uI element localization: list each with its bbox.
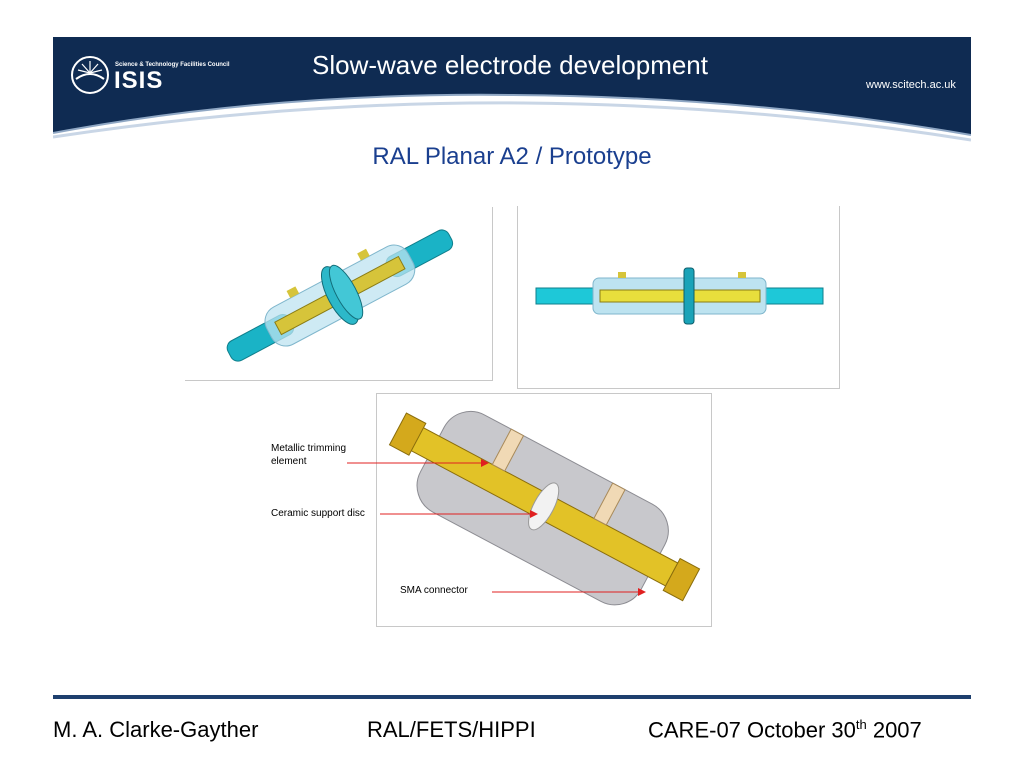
isometric-prototype-image — [185, 207, 493, 381]
cutaway-prototype-image — [376, 393, 712, 627]
footer-divider — [53, 695, 971, 699]
footer-author: M. A. Clarke-Gayther — [53, 717, 259, 742]
footer-event-prefix: CARE-07 October 30 — [648, 717, 856, 743]
website-url: www.scitech.ac.uk — [866, 79, 956, 91]
header-banner — [53, 37, 971, 147]
annotation-ceramic-disc: Ceramic support disc — [271, 508, 365, 519]
annotation-trimming-element: Metallic trimming element — [271, 443, 347, 467]
slide-title: Slow-wave electrode development — [312, 50, 708, 80]
isis-sunburst-icon — [71, 56, 109, 94]
footer-event: CARE-07 October 30th 2007 — [648, 717, 922, 743]
org-name: Science & Technology Facilities Council — [115, 62, 230, 68]
isis-logo-text: ISIS — [114, 67, 164, 94]
footer-event-suffix: 2007 — [866, 717, 922, 743]
footer-event-sup: th — [855, 717, 867, 732]
annotation-sma-connector: SMA connector — [400, 585, 468, 596]
slide-subtitle: RAL Planar A2 / Prototype — [372, 143, 652, 170]
side-view-prototype-image — [517, 206, 840, 389]
footer-project: RAL/FETS/HIPPI — [367, 717, 536, 742]
